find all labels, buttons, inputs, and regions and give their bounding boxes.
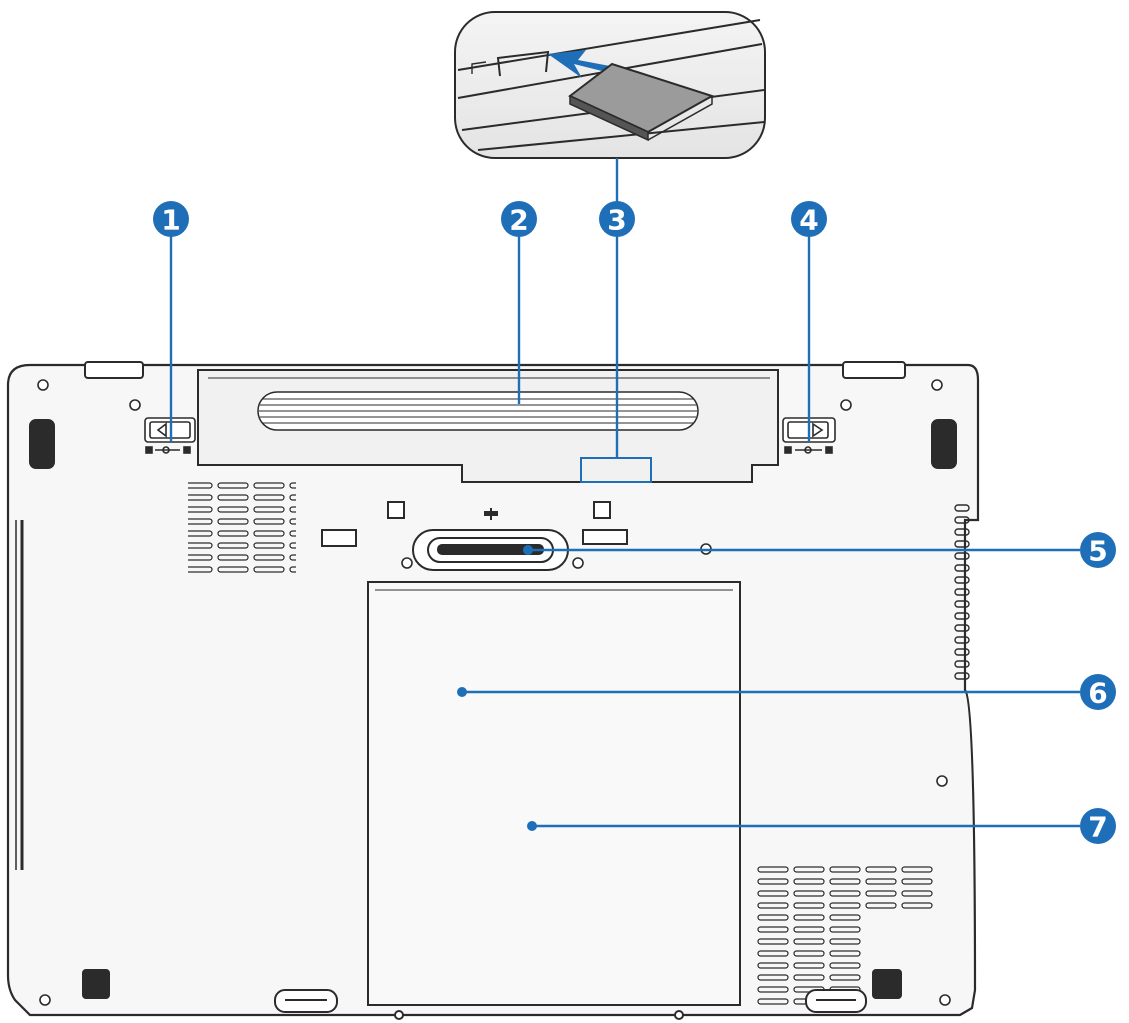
callout-badge (153, 201, 189, 237)
callout-number: 3 (607, 204, 626, 237)
callout-number: 6 (1088, 677, 1107, 710)
callout-4: 4 (791, 201, 827, 237)
memory-compartment (367, 581, 741, 1006)
callout-6: 6 (1080, 674, 1116, 710)
callout-number: 7 (1088, 811, 1107, 844)
callout-number: 2 (509, 204, 528, 237)
callout-number: 4 (799, 204, 818, 237)
right-bottom-vent (756, 862, 936, 1006)
side-vent (954, 504, 970, 680)
callout-5: 5 (1080, 532, 1116, 568)
callout-7: 7 (1080, 808, 1116, 844)
callout-1: 1 (153, 201, 189, 237)
callout-2: 2 (501, 201, 537, 237)
battery-pack (197, 369, 779, 483)
callout-number: 5 (1088, 535, 1107, 568)
left-top-vent (188, 478, 296, 574)
callout-badge (501, 201, 537, 237)
callout-3: 3 (599, 201, 635, 237)
callout-badge (791, 201, 827, 237)
top-bumpers (84, 361, 906, 379)
callout-badge (1080, 532, 1116, 568)
rubber-feet (29, 419, 957, 999)
bottom-hinges (274, 989, 867, 1020)
card-slot-inset (454, 11, 766, 159)
callout-badge (1080, 674, 1116, 710)
callout-badge (599, 201, 635, 237)
insert-arrow-icon (548, 50, 610, 78)
callout-number: 1 (161, 204, 180, 237)
sd-slot-icon (471, 61, 487, 74)
callout-badge (1080, 808, 1116, 844)
screws (37, 379, 951, 1006)
leader-lines (169, 158, 1080, 828)
leader-dots (457, 545, 537, 831)
